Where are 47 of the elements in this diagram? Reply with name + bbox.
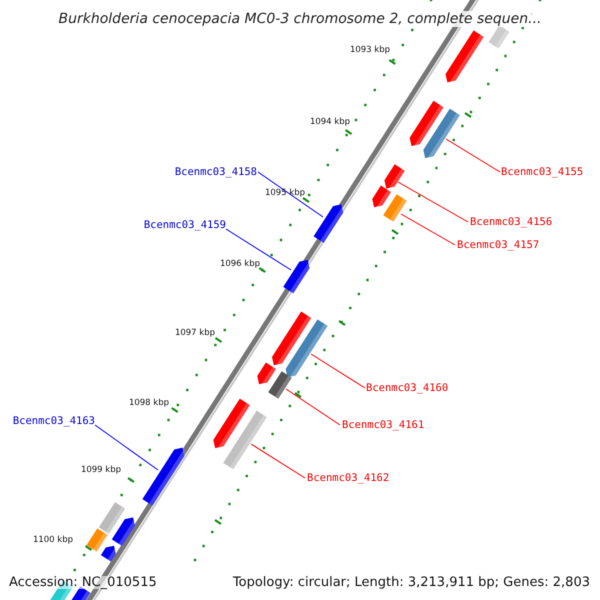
gene-feature bbox=[446, 30, 484, 84]
gene-feature bbox=[286, 319, 328, 378]
tick-label: 1096 kbp bbox=[220, 260, 260, 268]
gene-feature bbox=[213, 398, 250, 450]
gene-feature bbox=[410, 100, 444, 148]
leader-line bbox=[94, 424, 158, 470]
gene-feature bbox=[283, 260, 310, 294]
gene-feature bbox=[223, 410, 267, 470]
gene-label: Bcenmc03_4160 bbox=[366, 383, 448, 394]
gene-feature bbox=[314, 204, 344, 243]
gene-feature bbox=[86, 528, 108, 552]
gene-label: Bcenmc03_4163 bbox=[12, 416, 95, 426]
gene-feature bbox=[142, 448, 184, 506]
gene-label: Bcenmc03_4162 bbox=[307, 473, 390, 484]
leader-line bbox=[250, 444, 306, 478]
gene-feature bbox=[268, 371, 292, 399]
leader-line bbox=[446, 138, 500, 172]
gene-feature bbox=[372, 186, 391, 208]
gene-label: Bcenmc03_4159 bbox=[144, 220, 226, 230]
gene-feature bbox=[384, 164, 405, 190]
leader-line bbox=[226, 228, 292, 270]
leader-line bbox=[286, 388, 340, 426]
leader-line bbox=[310, 354, 366, 388]
leader-line bbox=[400, 214, 456, 246]
tick-label: 1098 kbp bbox=[128, 399, 169, 408]
gene-feature bbox=[98, 502, 126, 534]
tick-label: 1099 kbp bbox=[80, 466, 121, 474]
gene-feature bbox=[100, 546, 116, 562]
gene-feature bbox=[423, 108, 460, 160]
gene-label: Bcenmc03_4156 bbox=[470, 217, 552, 228]
gene-label: Bcenmc03_4157 bbox=[457, 240, 540, 250]
tick-label: 1100 kbp bbox=[32, 536, 73, 544]
tick-label: 1097 kbp bbox=[174, 329, 215, 338]
gene-feature bbox=[112, 517, 135, 546]
leader-line bbox=[258, 172, 324, 218]
tick-label: 1094 kbp bbox=[310, 118, 350, 126]
gene-label: Bcenmc03_4155 bbox=[501, 167, 584, 178]
tick-label: 1093 kbp bbox=[350, 46, 390, 54]
gene-feature bbox=[488, 25, 510, 49]
gene-feature bbox=[257, 362, 276, 386]
gene-label: Bcenmc03_4158 bbox=[174, 167, 257, 178]
leader-line bbox=[398, 182, 468, 222]
gene-feature bbox=[272, 312, 312, 366]
genome-summary-text: Topology: circular; Length: 3,213,911 bp; Genes: 2,803 bbox=[232, 576, 590, 589]
tick-label: 1095 kbp bbox=[264, 189, 305, 198]
gene-feature bbox=[383, 194, 407, 222]
gene-label: Bcenmc03_4161 bbox=[342, 420, 424, 430]
